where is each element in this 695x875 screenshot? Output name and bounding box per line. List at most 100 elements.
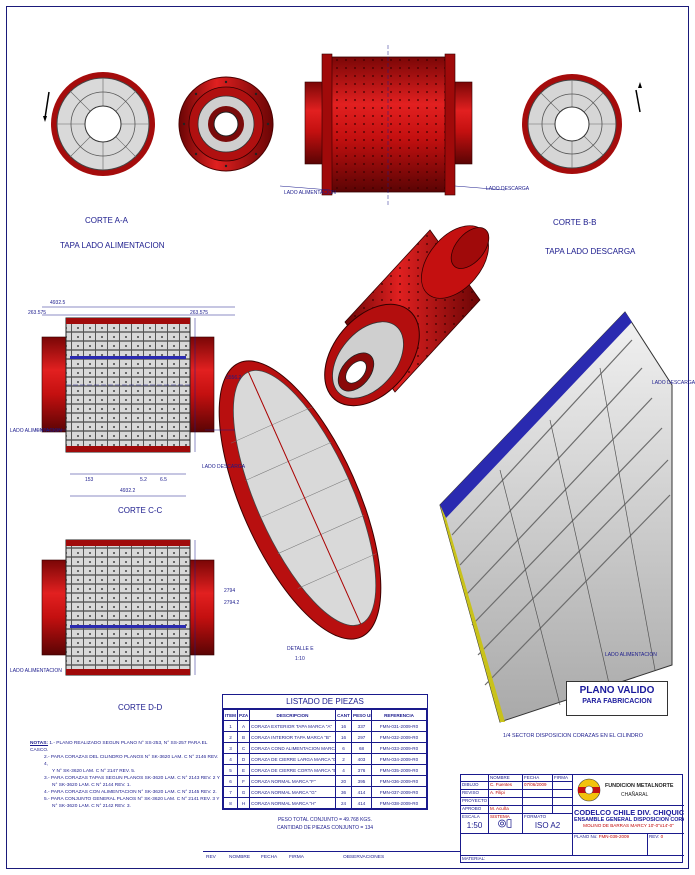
rev-col-nombre: NOMBRE: [229, 855, 251, 860]
cell: 2: [335, 753, 352, 765]
cell: 297: [351, 731, 372, 743]
cell: FMN-036-2009-R0: [371, 775, 427, 787]
pieces-totals: PESO TOTAL CONJUNTO = 49.768 KGS. CANTID…: [222, 816, 428, 832]
rev-col-firma: FIRMA: [289, 855, 304, 860]
cell: F: [237, 775, 250, 787]
cell: 403: [351, 753, 372, 765]
mill-side-view-top: [304, 45, 473, 205]
dim-52: 5.2: [140, 477, 147, 483]
col-item: ITEM: [223, 709, 238, 721]
cell: 8: [223, 797, 238, 809]
col-peso: PESO UNIT: [351, 709, 372, 721]
tb-client: CODELCO CHILE DIV. CHIQUICAMATA: [574, 808, 684, 817]
tb-reviso: REVISO: [461, 790, 489, 798]
revision-row: REV NOMBRE FECHA FIRMA OBSERVACIONES: [203, 851, 460, 863]
cell: 337: [351, 720, 372, 732]
cell: D: [237, 753, 250, 765]
end-view-red: [178, 76, 274, 172]
tb-rev-no: 0: [660, 834, 664, 839]
tb-proyecto: PROYECTO: [461, 798, 489, 806]
end-view-a: [43, 72, 155, 176]
note-line: 2.- PARA CORAZAS DEL CILINDRO PLANOS N° …: [44, 755, 219, 767]
tb-dibujo: DIBUJO: [461, 782, 489, 790]
cell: 376: [351, 764, 372, 776]
cell: 3: [223, 742, 238, 754]
dim-65: 6.5: [160, 477, 167, 483]
stamp-line1: PLANO VALIDO: [579, 685, 655, 696]
tb-col-firma: FIRMA: [553, 775, 573, 782]
cell: 4: [335, 764, 352, 776]
tb-escala-cell: ESCALA 1:50: [461, 814, 489, 834]
label-corte-cc: CORTE C-C: [118, 506, 163, 515]
tb-material-cell: MATERIAL:: [461, 856, 684, 863]
cell: C: [237, 742, 250, 754]
note-line: N° SK-3620 LAM. C N° 2142 REV. 3.: [52, 804, 131, 809]
tb-escala: 1:50: [466, 821, 483, 830]
tb-dibujo-date: 07/06/2009: [523, 782, 553, 790]
cell: CORAZA DE CIERRE CORTA MARCA "E": [249, 764, 336, 776]
dim-v2: 263.575: [190, 310, 209, 316]
tb-escala-label: ESCALA: [462, 814, 480, 819]
cell: 414: [351, 786, 372, 798]
notes: NOTAS: 1.- PLANO REALIZADO SEGUN PLANO N…: [30, 740, 220, 810]
cell: 7: [223, 786, 238, 798]
tb-subtitle: MOLINO DE BARRAS MARCY 10'-0"x14'-0": [583, 823, 674, 828]
total-count: CANTIDAD DE PIEZAS CONJUNTO = 134: [276, 825, 374, 831]
tb-rev-label: REV:: [649, 834, 660, 839]
tb-plano-no: FMN-039-2009: [598, 834, 630, 839]
cell: FMN-032-2009-R0: [371, 731, 427, 743]
projection-symbol-icon: [498, 818, 512, 829]
tb-aprobo: APROBO: [461, 806, 489, 814]
cell: FMN-033-2009-R0: [371, 742, 427, 754]
dim-d1: 3556.2: [226, 375, 242, 381]
cell: FMN-035-2009-R0: [371, 764, 427, 776]
pieces-title: LISTADO DE PIEZAS: [223, 695, 427, 709]
note-line: Y N° SK-3620 LAM. C N° 2147 REV. 5.: [52, 769, 136, 774]
sector-caption: 1/4 SECTOR DISPOSICION CORAZAS EN EL CIL…: [503, 733, 643, 739]
tb-plano-cell: PLANO No: FMN-039-2009: [573, 834, 648, 856]
cell: CORAZA NORMAL MARCA "G": [249, 786, 336, 798]
valid-stamp: PLANO VALIDO PARA FABRICACION: [566, 681, 668, 716]
company-logo-icon: [577, 778, 601, 802]
cell: A: [237, 720, 250, 732]
dim-v1: 263.575: [28, 310, 47, 316]
label-lado-alim-cc: LADO ALIMENTACION: [10, 428, 62, 434]
tb-col-fecha: FECHA: [523, 775, 553, 782]
label-detalle-e: DETALLE E: [287, 646, 314, 652]
label-corte-dd: CORTE D-D: [118, 703, 163, 712]
tb-plano-label: PLANO No:: [574, 834, 598, 839]
leader-lines: [35, 185, 506, 431]
col-pza: PZA: [237, 709, 250, 721]
cell: CORAZA INTERIOR TAPA MARCA "B": [249, 731, 336, 743]
tb-rev-cell: REV: 0: [648, 834, 684, 856]
rev-col-rev: REV: [206, 855, 216, 860]
cell: 16: [335, 731, 352, 743]
title-block: NOMBRE FECHA FIRMA DIBUJO C. Fuentes 07/…: [460, 774, 684, 863]
cell: 1: [223, 720, 238, 732]
cell: 2: [223, 731, 238, 743]
tb-col-nombre: NOMBRE: [489, 775, 523, 782]
tb-city: CHAÑARAL: [621, 792, 649, 798]
cell: CORAZA NORMAL MARCA "H": [249, 797, 336, 809]
pieces-list: LISTADO DE PIEZAS ITEM PZA DESCRIPCION C…: [222, 694, 428, 810]
cell: FMN-037-2009-R0: [371, 786, 427, 798]
label-lado-alim-top: LADO ALIMENTACION: [284, 190, 336, 196]
stamp-line2: PARA FABRICACION: [582, 698, 652, 705]
cell: 6: [223, 775, 238, 787]
pieces-header-row: ITEM PZA DESCRIPCION CANT PESO UNIT REFE…: [223, 709, 427, 721]
cell: CORAZA COND ALIMENTACION MARCA "C": [249, 742, 336, 754]
notes-heading: NOTAS:: [30, 741, 49, 746]
col-referencia: REFERENCIA: [371, 709, 427, 721]
total-weight: PESO TOTAL CONJUNTO = 49.768 KGS.: [277, 817, 373, 823]
cell: E: [237, 764, 250, 776]
pieces-table: ITEM PZA DESCRIPCION CANT PESO UNIT REFE…: [223, 709, 427, 809]
note-line: N° SK-3620 LAM. C N° 2144 REV. 1.: [52, 783, 131, 788]
label-lado-alim-dd: LADO ALIMENTACION: [10, 668, 62, 674]
end-view-b: [522, 74, 642, 174]
